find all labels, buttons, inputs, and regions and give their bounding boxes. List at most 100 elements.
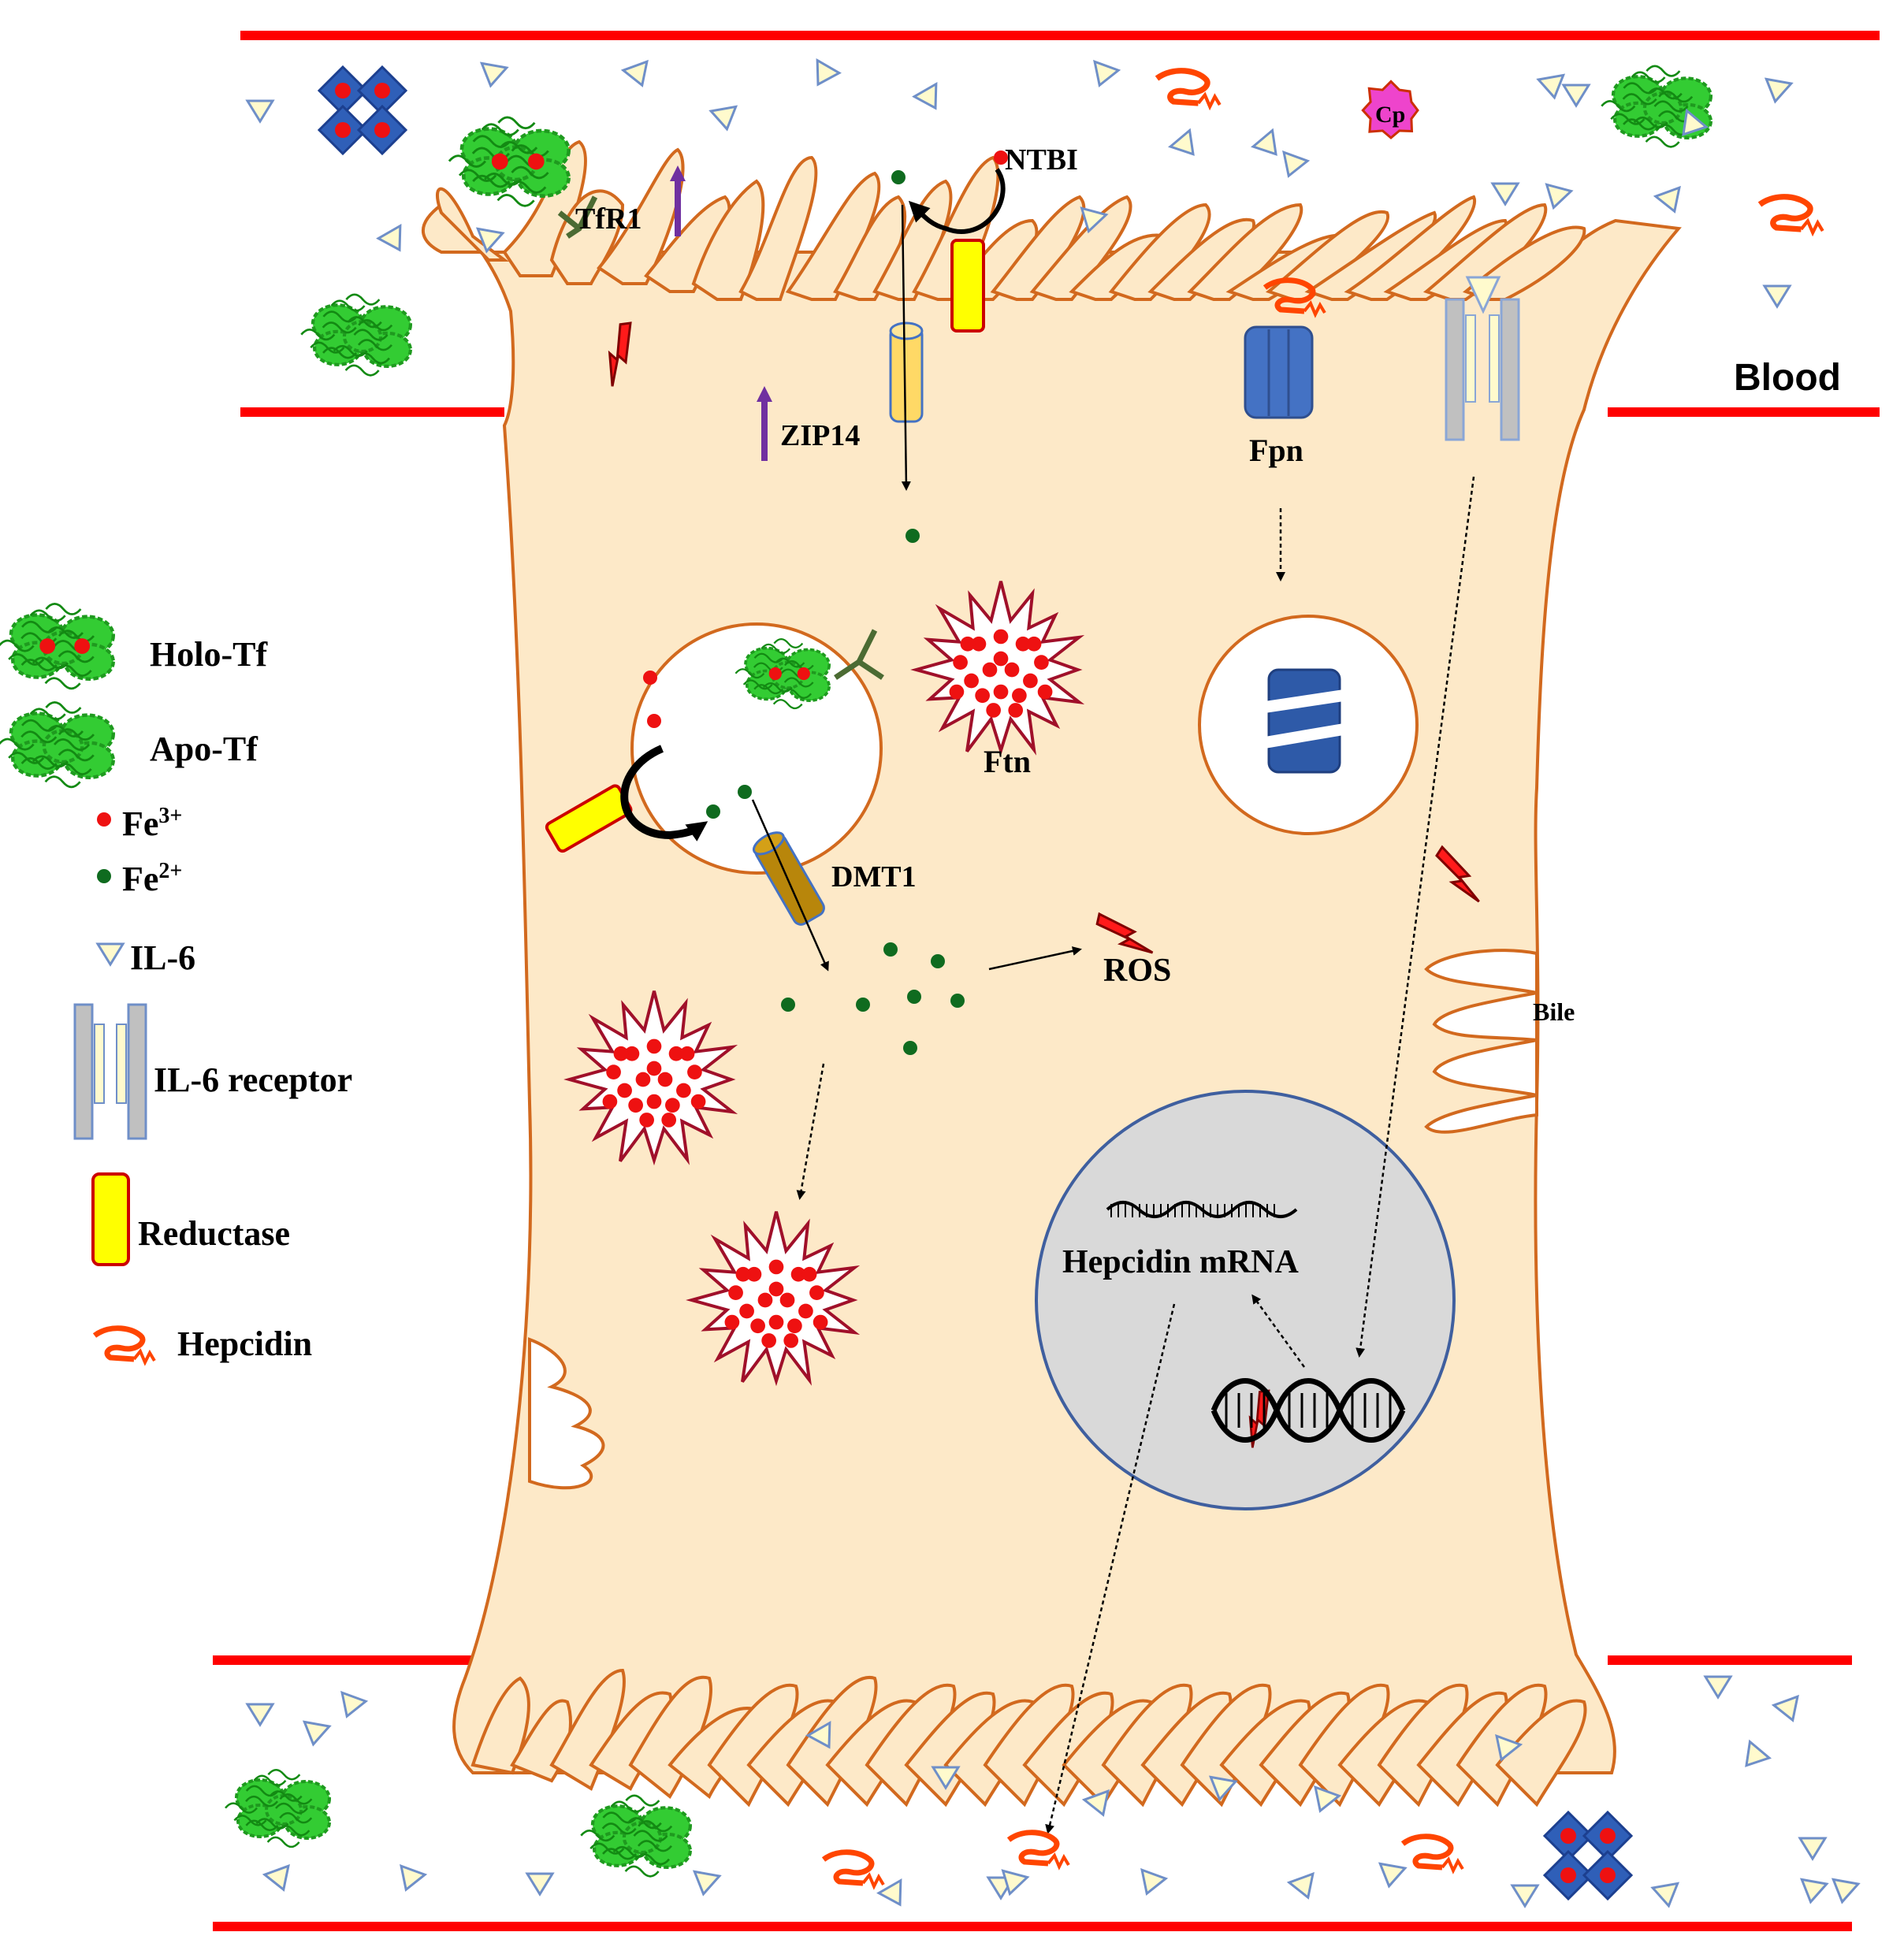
fe2-dot-icon xyxy=(738,785,752,799)
fe3-dot-icon xyxy=(647,714,661,728)
ros-bolt-icon xyxy=(1435,845,1480,903)
hepcidin-group xyxy=(821,68,1824,1890)
il6-triangle-icon xyxy=(1001,1869,1030,1897)
fe3-dot-icon xyxy=(643,671,657,685)
legend-il6-label: IL-6 xyxy=(130,938,195,977)
legend-il6-receptor-label: IL-6 receptor xyxy=(154,1061,352,1099)
fe2-dot-icon xyxy=(856,998,870,1012)
upper-vessel xyxy=(240,31,1880,417)
il6-triangle-icon xyxy=(1081,1789,1110,1817)
il6-triangle-icon xyxy=(1314,1785,1342,1813)
dna-icon xyxy=(1210,1378,1406,1443)
il6-triangle-icon xyxy=(1831,1878,1861,1904)
il6-triangle-icon xyxy=(1703,1675,1733,1700)
il6-triangle-icon xyxy=(525,1872,555,1897)
ferroportin-channel xyxy=(1244,325,1314,419)
hepcidin-icon xyxy=(1263,277,1326,318)
legend-fe2-label: Fe2+ xyxy=(122,859,182,898)
il6-triangle-icon xyxy=(1208,1775,1238,1802)
il6-triangle-icon xyxy=(1764,77,1794,104)
ferritin-icon xyxy=(563,990,738,1166)
il6-triangle-icon xyxy=(1798,1837,1828,1861)
label-dmt1: DMT1 xyxy=(831,860,917,894)
il6-triangle-icon xyxy=(816,58,842,87)
il6-receptor-membrane xyxy=(1445,276,1520,441)
transferrin-group xyxy=(225,65,1712,1878)
ceruloplasmin-icon xyxy=(1361,80,1419,139)
il6-triangle-icon xyxy=(805,1720,831,1749)
label-cp: Cp xyxy=(1375,102,1405,128)
il6-triangle-icon xyxy=(1286,1871,1315,1900)
apo-transferrin-icon xyxy=(580,1794,692,1878)
reductase-membrane xyxy=(950,239,985,333)
il6-triangle-icon xyxy=(692,1870,722,1897)
il6-triangle-icon xyxy=(1510,1884,1540,1908)
il6-triangle-icon xyxy=(1682,108,1709,136)
il6-triangle-icon xyxy=(876,1878,902,1907)
il6-triangle-icon xyxy=(1495,1733,1523,1762)
fe2-dot-icon xyxy=(706,804,720,819)
ros-bolt-icon xyxy=(1095,912,1154,954)
lower-microvilli xyxy=(470,1668,1587,1808)
label-ros: ROS xyxy=(1103,953,1171,989)
iron-loaded-transferrin-cluster-icon xyxy=(317,65,408,156)
il6-receptor-icon xyxy=(73,1003,147,1140)
il6-triangle-icon xyxy=(1093,59,1121,87)
hepcidin-icon xyxy=(92,1325,156,1366)
il6-triangle-icon xyxy=(912,81,938,110)
label-zip14: ZIP14 xyxy=(780,419,860,452)
label-hepcidin-mrna: Hepcidin mRNA xyxy=(1062,1244,1300,1280)
il6-triangle-icon xyxy=(376,223,402,252)
holo-transferrin-icon xyxy=(448,116,571,207)
il6-triangle-icon xyxy=(1282,150,1311,178)
legend-apo-tf-label: Apo-Tf xyxy=(150,730,258,768)
mrna-icon xyxy=(1106,1201,1298,1218)
tfr1-endosome xyxy=(834,629,884,680)
label-ntbi: NTBI xyxy=(1005,143,1078,176)
il6-triangle-icon xyxy=(1561,84,1591,108)
ferritin-group xyxy=(563,581,1085,1387)
holo-transferrin-icon xyxy=(734,638,831,710)
il6-triangle-icon xyxy=(1378,1862,1408,1889)
lower-vessel xyxy=(213,1655,1852,1931)
fe2-dot-icon xyxy=(907,990,921,1004)
fe3-dot-icon xyxy=(97,812,111,827)
il6-triangle-icon xyxy=(245,1703,275,1727)
label-ftn: Ftn xyxy=(984,744,1031,779)
il6-triangle-icon xyxy=(340,1690,369,1718)
legend-holo-tf-label: Holo-Tf xyxy=(150,635,268,674)
il6-triangle-icon xyxy=(1545,183,1574,210)
iron-loaded-transferrin-cluster-icon xyxy=(1542,1810,1634,1901)
il6-triangle-icon xyxy=(931,1766,961,1790)
label-bile: Bile xyxy=(1533,998,1575,1026)
il6-triangle-icon xyxy=(1168,128,1195,156)
dmt1-transporter xyxy=(753,831,825,926)
legend-fe3-label: Fe3+ xyxy=(122,804,182,843)
hepcidin-icon xyxy=(821,1849,885,1890)
fe2-dot-icon xyxy=(950,994,965,1008)
legend-reductase-label: Reductase xyxy=(138,1214,290,1253)
fe2-dot-icon xyxy=(883,942,898,957)
hepcidin-icon xyxy=(1400,1834,1464,1874)
il6-triangle-icon xyxy=(1653,185,1681,214)
label-blood: Blood xyxy=(1734,357,1841,399)
apo-transferrin-icon xyxy=(225,1769,331,1848)
il6-triangle-icon xyxy=(302,1720,332,1747)
il6-triangle-icon xyxy=(1799,1878,1829,1904)
cell-outline xyxy=(422,202,1682,1774)
degraded-ferroportin xyxy=(1265,668,1344,774)
il6-triangle-icon xyxy=(1762,284,1792,309)
label-fpn: Fpn xyxy=(1249,433,1303,468)
ferritin-icon xyxy=(910,581,1085,756)
hepcidin-icon xyxy=(1757,194,1824,237)
fe2-dot-icon xyxy=(781,998,795,1012)
fe2-dot-icon xyxy=(931,954,945,968)
il6-triangle-icon xyxy=(1490,182,1520,206)
fe2-dot-icon xyxy=(97,869,111,883)
il6-group xyxy=(245,58,1861,1908)
legend-hepcidin-label: Hepcidin xyxy=(177,1325,312,1363)
il6-triangle-icon xyxy=(400,1863,428,1892)
il6-triangle-icon xyxy=(95,942,125,967)
upper-microvilli xyxy=(435,139,1586,301)
